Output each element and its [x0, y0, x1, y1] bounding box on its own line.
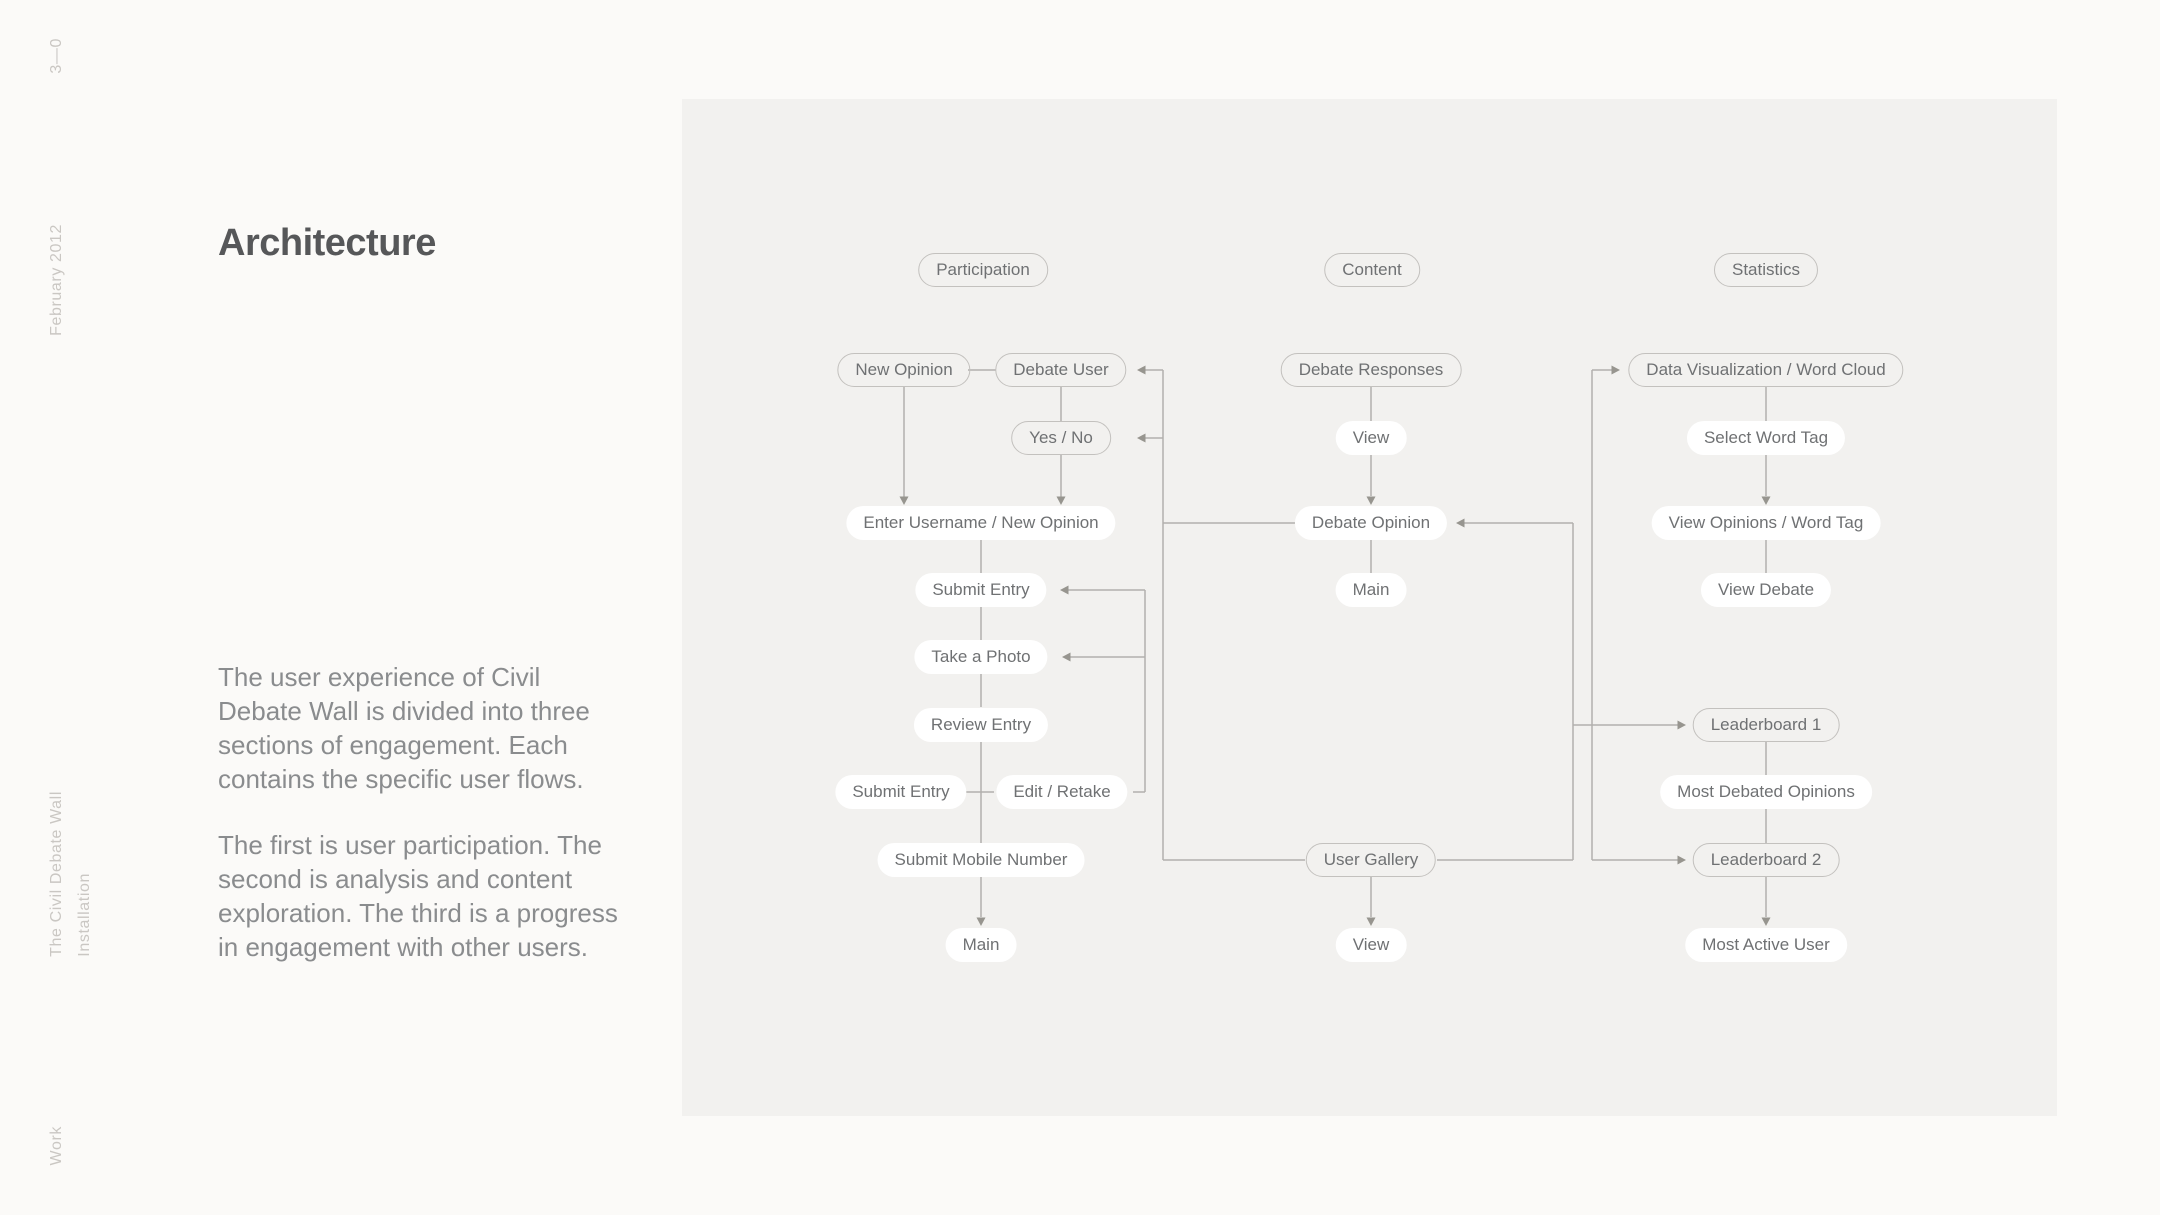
connector-edit-retake-loop — [1060, 585, 1146, 793]
node-debate-opinion: Debate Opinion — [1294, 506, 1448, 540]
node-select-word-tag: Select Word Tag — [1686, 421, 1846, 455]
node-content-header: Content — [1324, 253, 1420, 287]
rail-project-subtitle: Installation — [76, 873, 93, 957]
node-debate-user: Debate User — [995, 353, 1127, 387]
node-most-debated-opinions: Most Debated Opinions — [1660, 775, 1872, 809]
node-statistics-header: Statistics — [1713, 253, 1819, 287]
connector-new-opinion-to-enter-username — [899, 387, 909, 505]
node-content-view: View — [1335, 421, 1407, 455]
connector-view-to-debate-opinion — [1366, 455, 1376, 505]
node-submit-mobile-number: Submit Mobile Number — [877, 843, 1085, 877]
intro-paragraph-1: The user experience of Civil Debate Wall… — [218, 662, 590, 794]
connector-user-gallery-to-view — [1366, 877, 1376, 926]
node-content-view-2: View — [1335, 928, 1407, 962]
node-leaderboard-2: Leaderboard 2 — [1692, 843, 1840, 877]
node-content-main: Main — [1335, 573, 1407, 607]
page-title: Architecture — [218, 222, 436, 264]
rail-project-title: The Civil Debate Wall — [48, 791, 65, 957]
intro-text: The user experience of Civil Debate Wall… — [218, 660, 628, 996]
node-most-active-user: Most Active User — [1685, 928, 1847, 962]
node-view-debate: View Debate — [1700, 573, 1832, 607]
connector-select-word-tag-to-view-opinions — [1761, 455, 1771, 505]
node-take-a-photo: Take a Photo — [914, 640, 1048, 674]
node-leaderboard-1: Leaderboard 1 — [1692, 708, 1840, 742]
node-debate-responses: Debate Responses — [1280, 353, 1462, 387]
node-yes-no: Yes / No — [1011, 421, 1111, 455]
connector-statistics-rail — [1591, 365, 1686, 865]
node-edit-retake: Edit / Retake — [996, 775, 1128, 809]
connector-yes-no-to-enter-username — [1056, 455, 1066, 505]
node-review-entry: Review Entry — [913, 708, 1049, 742]
connector-leaderboard2-to-most-active — [1761, 877, 1771, 926]
connector-submit-mobile-to-main — [976, 877, 986, 926]
intro-paragraph-2: The first is user participation. The sec… — [218, 830, 618, 962]
node-enter-username-new-opinion: Enter Username / New Opinion — [846, 506, 1116, 540]
node-submit-entry-2: Submit Entry — [835, 775, 967, 809]
node-data-visualization-word-cloud: Data Visualization / Word Cloud — [1628, 353, 1904, 387]
node-submit-entry: Submit Entry — [915, 573, 1047, 607]
node-participation-main: Main — [945, 928, 1017, 962]
node-participation-header: Participation — [918, 253, 1048, 287]
rail-date: February 2012 — [48, 224, 65, 336]
connector-user-gallery-rail-left — [1437, 518, 1686, 861]
node-new-opinion: New Opinion — [837, 353, 971, 387]
node-view-opinions-word-tag: View Opinions / Word Tag — [1651, 506, 1881, 540]
node-user-gallery: User Gallery — [1305, 843, 1437, 877]
connector-content-to-participation-rail — [1137, 365, 1305, 861]
rail-page-code: 3—0 — [48, 38, 65, 74]
rail-section-work: Work — [48, 1125, 65, 1165]
flow-connectors — [899, 365, 1771, 926]
